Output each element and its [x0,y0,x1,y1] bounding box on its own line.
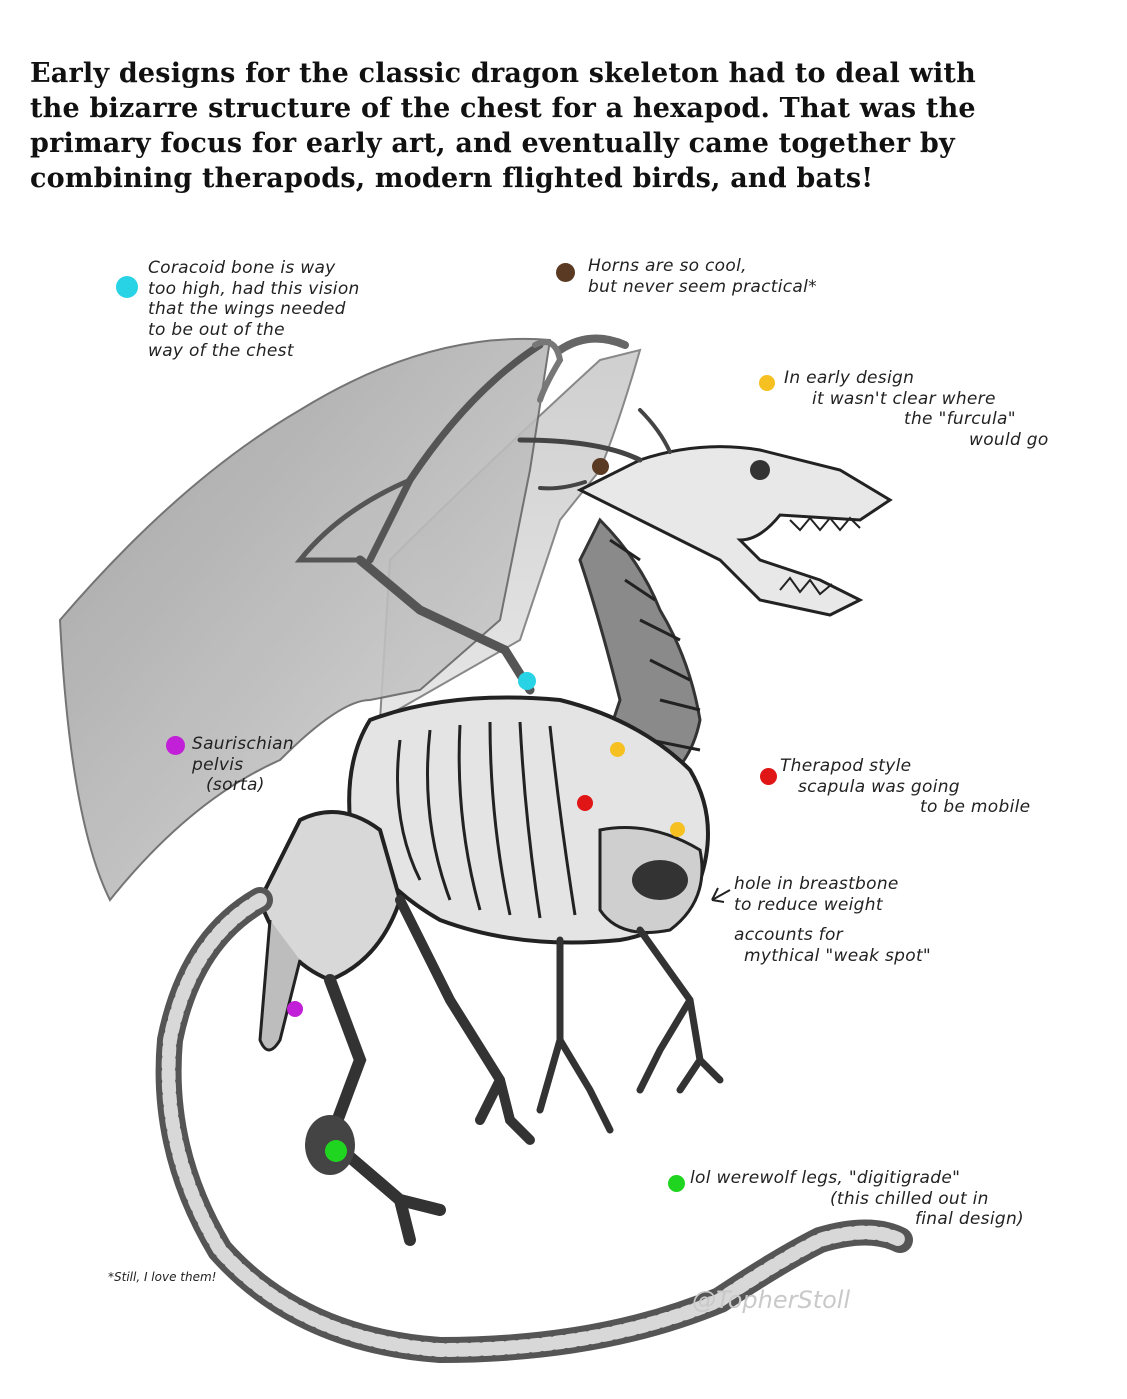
breastbone-note: hole in breastbone to reduce weight acco… [734,874,931,967]
artist-signature: @TopherStoll [692,1286,851,1314]
note-line: but never seem practical* [588,276,817,297]
marker-legs-dot [325,1140,347,1162]
neck [578,517,702,792]
note-line: (sorta) [206,775,265,796]
hind-leg [395,895,535,1145]
furcula-legend-dot [759,375,775,391]
marker-scapula-dot [577,795,593,811]
skull [576,445,893,617]
horns-note: Horns are so cool, but never seem practi… [588,256,817,297]
pelvis-note: Saurischian pelvis (sorta) [192,734,294,796]
legs-note: lol werewolf legs, "digitigrade" (this c… [690,1168,1024,1230]
front-leg [636,926,724,1094]
near-wing [58,337,552,902]
marker-furcula-dot-2 [670,822,685,837]
note-line: pelvis [192,754,244,775]
horns-legend-dot [556,263,575,282]
note-line: Therapod style [780,756,912,776]
note-line: hole in breastbone [734,874,899,894]
note-line: to be out of the [148,320,285,341]
note-line: Horns are so cool, [588,256,747,276]
note-line: final design) [915,1209,1024,1230]
intro-line: the bizarre structure of the chest for a… [30,93,976,125]
note-line: lol werewolf legs, "digitigrade" [690,1168,961,1188]
note-line: In early design [784,368,915,388]
note-line: way of the chest [148,340,294,361]
intro-text: Early designs for the classic dragon ske… [30,56,1090,196]
marker-horns-dot [592,458,609,475]
coracoid-legend-dot [116,276,138,298]
scapula-note: Therapod style scapula was going to be m… [780,756,1030,818]
breastbone-arrow [711,887,731,903]
note-line: mythical "weak spot" [744,946,932,967]
intro-line: Early designs for the classic dragon ske… [30,58,976,89]
note-line: scapula was going [798,776,960,797]
marker-furcula-dot-1 [610,742,625,757]
marker-coracoid-dot [518,672,536,690]
pelvis-legend-dot [166,736,185,755]
marker-pelvis-dot [287,1001,303,1017]
legs-legend-dot [668,1175,685,1192]
note-line: to reduce weight [734,894,883,915]
note-line: would go [969,430,1049,451]
note-line: (this chilled out in [830,1188,989,1209]
note-line: that the wings needed [148,299,346,320]
note-line: too high, had this vision [148,278,360,299]
note-line: accounts for [734,925,843,946]
note-line: Coracoid bone is way [148,258,336,278]
note-line: Saurischian [192,734,294,754]
note-line: to be mobile [920,797,1031,818]
footnote: *Still, I love them! [108,1270,217,1284]
furcula-note: In early design it wasn't clear where th… [784,368,1049,451]
coracoid-note: Coracoid bone is way too high, had this … [148,258,360,362]
note-line: the "furcula" [904,409,1016,430]
scapula-legend-dot [760,768,777,785]
intro-line: primary focus for early art, and eventua… [30,128,955,160]
intro-line: combining therapods, modern flighted bir… [30,163,874,195]
note-line: it wasn't clear where [812,388,996,409]
